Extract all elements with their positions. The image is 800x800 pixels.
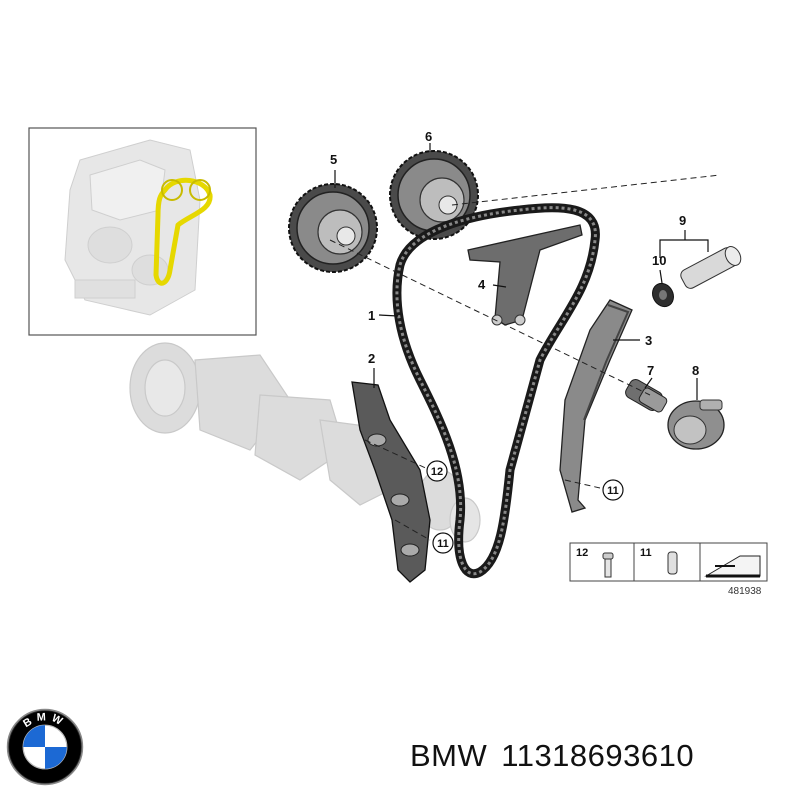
callout-9: 9 bbox=[679, 213, 686, 228]
chain-tensioner-7 bbox=[625, 379, 668, 413]
svg-text:11: 11 bbox=[607, 485, 619, 497]
callout-6: 6 bbox=[425, 129, 432, 144]
callout-5: 5 bbox=[330, 152, 337, 167]
reference-number: 481938 bbox=[728, 586, 762, 597]
circled-callout-11-tensioner: 11 bbox=[602, 479, 624, 501]
timing-chain bbox=[392, 203, 600, 579]
part-caption: BMW 11318693610 bbox=[410, 738, 708, 774]
assembly-axis-lines bbox=[329, 174, 721, 541]
bolt-11-icon bbox=[667, 551, 678, 575]
engine-inset bbox=[28, 127, 257, 336]
callout-8: 8 bbox=[692, 363, 699, 378]
legend-label-12: 12 bbox=[576, 547, 588, 559]
guide-rail-2 bbox=[351, 381, 431, 583]
callout-10: 10 bbox=[652, 253, 666, 268]
bolt-12-icon bbox=[602, 552, 614, 578]
sensor-part-8 bbox=[667, 399, 725, 450]
callout-4: 4 bbox=[478, 277, 486, 292]
ring-10 bbox=[652, 282, 674, 308]
tensioner-rail-3 bbox=[559, 299, 633, 513]
svg-text:11: 11 bbox=[437, 538, 449, 550]
circled-callout-12: 12 bbox=[426, 460, 448, 482]
callout-3: 3 bbox=[645, 333, 652, 348]
svg-text:12: 12 bbox=[431, 466, 443, 478]
upper-guide-rail-4 bbox=[467, 224, 583, 326]
callout-2: 2 bbox=[368, 351, 375, 366]
callout-1: 1 bbox=[368, 308, 375, 323]
surface-note-icon bbox=[704, 555, 761, 578]
legend-label-11: 11 bbox=[640, 547, 652, 559]
fastener-legend: 12 11 481938 bbox=[569, 542, 768, 597]
part-number: 11318693610 bbox=[501, 738, 695, 773]
brand-label: BMW bbox=[410, 738, 488, 773]
camshaft-sprocket-5 bbox=[288, 183, 378, 273]
camshaft-sprocket-6 bbox=[389, 150, 479, 240]
callout-7: 7 bbox=[647, 363, 654, 378]
bmw-logo: BMW bbox=[6, 708, 84, 786]
leader-lines bbox=[334, 143, 709, 400]
circled-callout-11-rail: 11 bbox=[432, 532, 454, 554]
bolt-9 bbox=[680, 246, 742, 289]
